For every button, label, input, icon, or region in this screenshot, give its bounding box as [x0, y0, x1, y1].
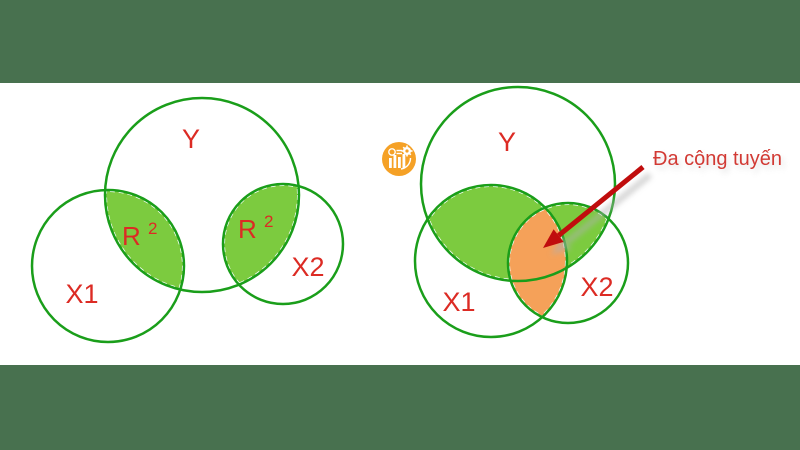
logo-bars-icon — [389, 154, 406, 168]
right-x1-label: X1 — [442, 287, 475, 317]
logo-chart-icon — [388, 148, 412, 170]
multicollinearity-arrow — [543, 165, 645, 248]
right-circle-x1 — [413, 183, 569, 339]
r2-base: R — [122, 221, 141, 251]
left-r2-label-yx2: R 2 — [238, 212, 273, 244]
bottom-letterbox-band — [0, 365, 800, 450]
top-letterbox-band — [0, 0, 800, 83]
left-x1-label: X1 — [65, 279, 98, 309]
analytics-logo — [382, 142, 416, 176]
multicollinearity-annotation: Đa cộng tuyến — [653, 148, 782, 170]
left-x2-label: X2 — [291, 252, 324, 282]
logo-gear-icon — [401, 145, 413, 157]
right-y-label: Y — [498, 127, 516, 157]
left-y-label: Y — [182, 124, 200, 154]
arrow-shadow — [551, 172, 652, 255]
left-circle-x2 — [221, 182, 345, 306]
left-circle-y — [103, 96, 301, 294]
right-circle-y — [419, 85, 617, 283]
left-r2-label-yx1: R 2 — [122, 219, 157, 251]
right-circle-x2 — [506, 201, 630, 325]
left-circle-x1 — [30, 188, 186, 344]
right-venn-diagram: Y X1 X2 Đa cộng tuyến Đa cộng tuyến — [382, 85, 785, 339]
r2-exponent: 2 — [148, 219, 157, 238]
r2-base: R — [238, 214, 257, 244]
right-x2-label: X2 — [580, 272, 613, 302]
r2-exponent: 2 — [264, 212, 273, 231]
left-venn-diagram: Y X1 X2 R 2 R 2 — [30, 96, 345, 344]
annotation-shadow: Đa cộng tuyến — [656, 152, 785, 174]
